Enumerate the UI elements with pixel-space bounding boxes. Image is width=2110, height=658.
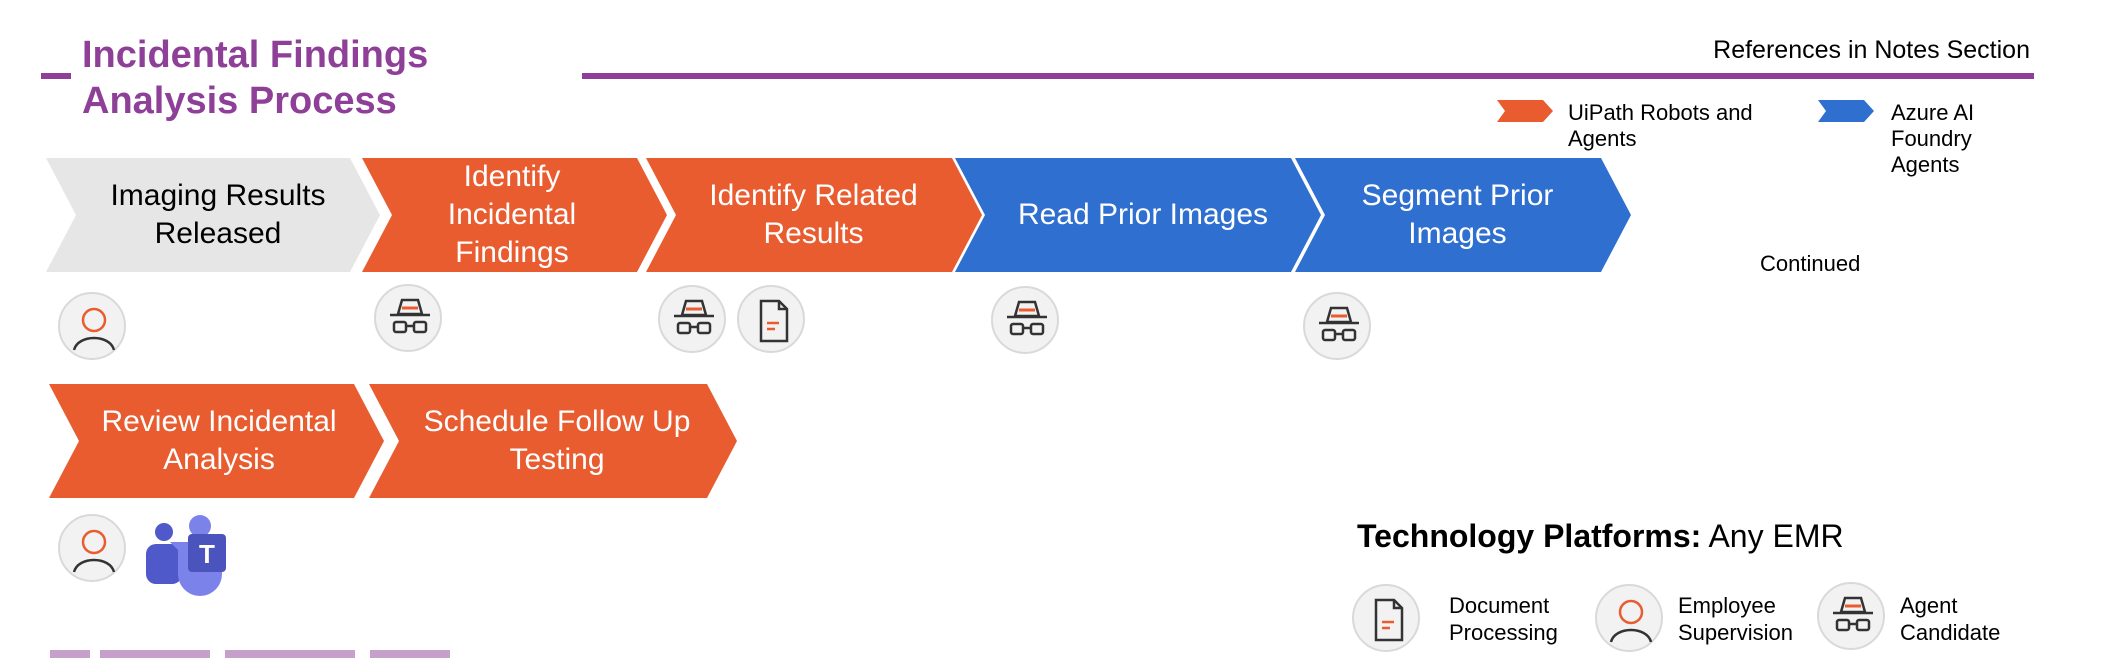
step-label: Segment Prior Images [1361,179,1554,250]
cutoff-text-shape [50,650,450,658]
step-read-prior-images: Read Prior Images [955,158,1321,272]
step-identify-incidental-findings: Identify Incidental Findings [362,158,667,272]
chevron-shape [955,158,1321,272]
step-label: Schedule Follow Up Testing [423,405,691,476]
person-icon [58,514,126,582]
orange-chevron-swatch [1497,100,1553,122]
legend-label-azure: Azure AI Foundry Agents [1891,100,1975,177]
document-icon [737,285,805,353]
technology-platforms-label: Technology Platforms: [1357,518,1702,554]
step-imaging-results-released: Imaging Results Released [46,158,380,272]
chevron-shape [49,384,384,498]
title-rule [582,73,2034,79]
legend-item-uipath [1497,100,1553,127]
references-note: References in Notes Section [1713,36,2030,64]
document-icon [1352,584,1420,652]
step-label: Identify Incidental Findings [447,160,577,269]
legend-label-uipath: UiPath Robots and Agents [1568,100,1753,151]
legend-label-document-processing: Document Processing [1449,593,1558,645]
technology-platforms-value: Any EMR [1701,518,1844,554]
step-identify-related-results: Identify Related Results [646,158,982,272]
technology-platforms: Technology Platforms: Any EMR [1357,518,1844,555]
step-label: Read Prior Images [1017,198,1269,231]
continued-label: Continued [1760,251,1861,276]
person-icon [58,292,126,360]
agent-icon [1303,292,1371,360]
chevron-shape [362,158,667,272]
teams-icon: T [140,512,236,596]
chevron-shape [369,384,737,498]
chevron-shape [1295,158,1631,272]
agent-icon [1817,582,1885,650]
cutoff-section-heading [40,642,600,658]
page-title: Incidental Findings Analysis Process [82,34,429,122]
agent-icon [658,285,726,353]
svg-text:T: T [199,539,215,569]
legend-label-employee-supervision: Employee Supervision [1678,593,1793,645]
agent-icon [991,286,1059,354]
agent-icon [374,284,442,352]
person-icon [1595,584,1663,652]
chevron-shape [646,158,982,272]
title-accent-dash [41,73,71,79]
step-label: Identify Related Results [709,179,918,250]
legend-label-agent-candidate: Agent Candidate [1900,593,2001,645]
legend-item-azure [1818,100,1874,127]
step-review-incidental-analysis: Review Incidental Analysis [49,384,384,498]
chevron-shape [46,158,380,272]
step-label: Imaging Results Released [110,179,326,250]
step-label: Review Incidental Analysis [101,405,337,476]
step-schedule-follow-up-testing: Schedule Follow Up Testing [369,384,737,498]
step-segment-prior-images: Segment Prior Images [1295,158,1631,272]
blue-chevron-swatch [1818,100,1874,122]
